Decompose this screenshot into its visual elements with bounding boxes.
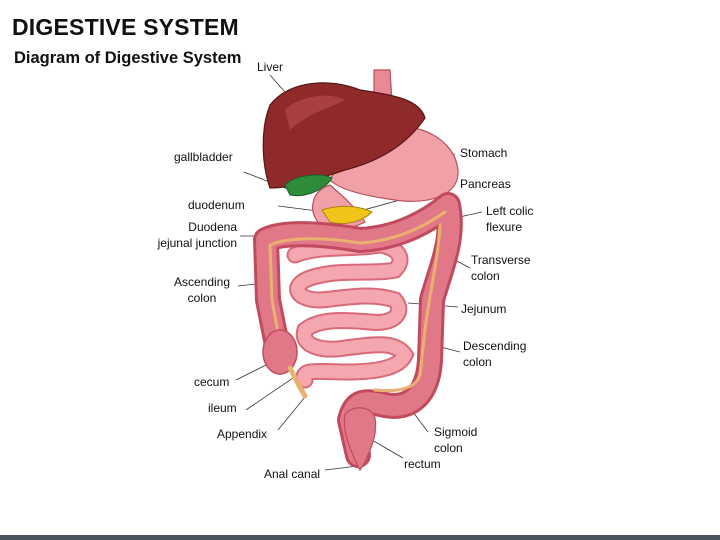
label-descending-line2: colon (463, 355, 492, 369)
slide-footer-bar (0, 535, 720, 540)
label-duodena-jejunal-junction: Duodena jejunal junction (146, 219, 237, 251)
label-descending-colon: Descending colon (463, 338, 526, 370)
label-ascending-line1: Ascending (173, 275, 231, 289)
label-pancreas: Pancreas (460, 177, 511, 191)
leader-rectum (371, 439, 404, 459)
colon-shape (253, 192, 463, 468)
page-subtitle: Diagram of Digestive System (14, 49, 242, 67)
label-transverse-colon: Transverse colon (471, 252, 531, 284)
label-transverse-line2: colon (471, 269, 500, 283)
cecum-shape (262, 329, 298, 375)
label-left-colic-flexure: Left colic flexure (486, 203, 533, 235)
label-sigmoid-line1: Sigmoid (434, 425, 478, 439)
label-sigmoid-line2: colon (434, 441, 463, 455)
label-left-colic-line1: Left colic (486, 204, 534, 218)
label-transverse-line1: Transverse (471, 253, 531, 267)
gallbladder-shape (284, 174, 333, 197)
page-title: DIGESTIVE SYSTEM (12, 14, 239, 40)
label-anal-canal: Anal canal (264, 467, 321, 481)
label-gallbladder: gallbladder (174, 150, 233, 164)
label-ascending-line2: colon (187, 291, 217, 305)
label-cecum: cecum (194, 375, 230, 389)
label-ascending-colon: Ascending colon (168, 274, 236, 306)
label-jejunum: Jejunum (461, 302, 507, 316)
label-rectum: rectum (404, 457, 441, 471)
appendix-shape (287, 365, 308, 399)
small-intestine-shape (286, 236, 415, 389)
label-appendix: Appendix (217, 427, 268, 441)
label-liver: Liver (257, 60, 284, 74)
label-stomach: Stomach (460, 146, 508, 160)
label-duodena-line1: Duodena (188, 220, 237, 234)
pancreas-shape (321, 205, 373, 225)
label-duodena-line2: jejunal junction (157, 236, 237, 250)
label-left-colic-line2: flexure (486, 220, 523, 234)
label-descending-line1: Descending (463, 339, 527, 353)
rectum-shape (343, 407, 377, 472)
label-sigmoid-colon: Sigmoid colon (434, 424, 477, 456)
label-ileum: ileum (208, 401, 237, 415)
leader-ileum (245, 377, 294, 411)
liver-highlight (285, 95, 345, 130)
label-duodenum: duodenum (188, 198, 245, 212)
leader-appendix (277, 396, 306, 431)
